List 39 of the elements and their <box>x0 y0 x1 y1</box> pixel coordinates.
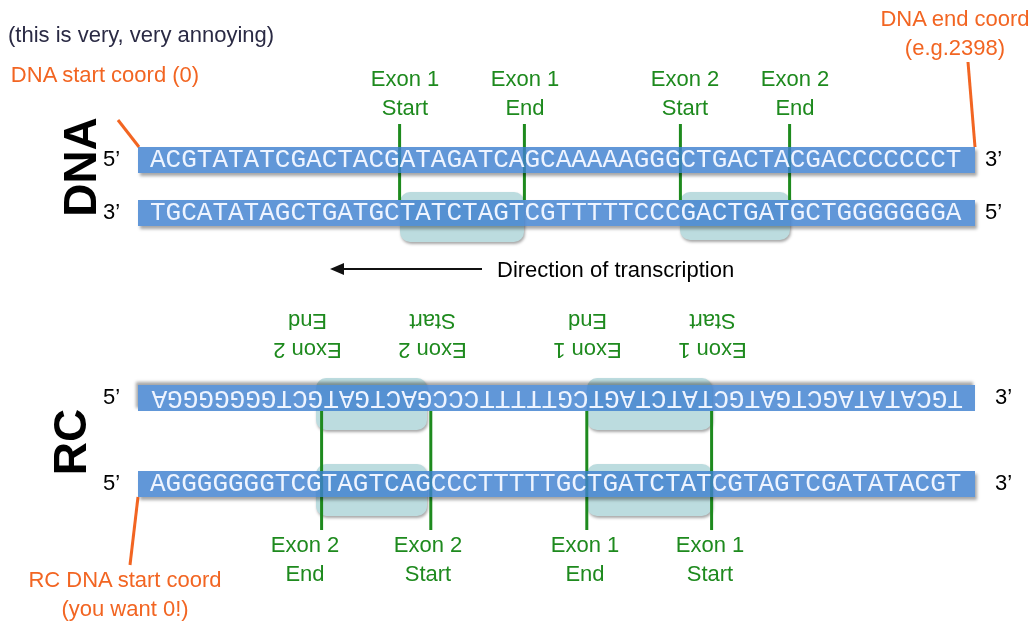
exon-label: Exon 1 End <box>535 530 635 590</box>
dna-strand: AGGGGGGGTCGTAGTCAGCCCTTTTTGCTGATCTATCGTAGTCGATATACGT <box>138 471 975 497</box>
direction-label: Direction of transcription <box>497 257 735 283</box>
strand-end-label: 3’ <box>995 470 1013 496</box>
exon-label: Exon 2 End <box>255 530 355 590</box>
leader-line <box>585 411 589 530</box>
leader-line <box>429 411 433 530</box>
exon-label: Exon 2 End <box>265 305 350 365</box>
leader-line <box>522 124 526 200</box>
leader-line <box>398 124 402 200</box>
strand-end-label: 5’ <box>103 384 121 410</box>
exon-label: Exon 2 Start <box>378 530 478 590</box>
leader-line <box>788 124 792 200</box>
exon-label: Exon 1 End <box>545 305 630 365</box>
dna-strand: ACGTATATCGACTACGATAGATCAGCAAAAAGGGCTGACTACGACCCCCCCT <box>138 147 975 173</box>
exon-label: Exon 1 Start <box>665 305 760 365</box>
dna-strand: TGCATATAGCTGATGCTATCTAGTCGTTTTTCCCGACTGATGCTGGGGGGGA <box>138 200 975 226</box>
strand-end-label: 3’ <box>985 146 1003 172</box>
strand-end-label: 5’ <box>985 199 1003 225</box>
strand-title: RC <box>43 408 98 476</box>
exon-label: Exon 1 Start <box>355 64 455 124</box>
leader-line <box>128 496 140 566</box>
exon-label: Exon 2 Start <box>630 64 740 124</box>
strand-end-label: 3’ <box>103 199 121 225</box>
exon-label: Exon 1 End <box>475 64 575 124</box>
note-text: (this is very, very annoying) <box>8 22 275 48</box>
strand-end-label: 5’ <box>103 146 121 172</box>
strand-end-label: 3’ <box>995 384 1013 410</box>
dna-strand: TGCATATAGCTGATGCTATCTAGTCGTTTTTCCCGACTGATGCTGGGGGGGA <box>138 385 975 411</box>
strand-end-label: 5’ <box>103 470 121 496</box>
exon-label: Exon 2 End <box>745 64 845 124</box>
leader-line <box>710 411 714 530</box>
coordinate-label: DNA end coord (e.g.2398) <box>880 4 1030 62</box>
leader-line <box>966 61 977 148</box>
leader-line <box>116 119 141 148</box>
exon-label: Exon 1 Start <box>660 530 760 590</box>
exon-label: Exon 2 Start <box>385 305 480 365</box>
leader-line <box>678 124 682 200</box>
coordinate-label: RC DNA start coord (you want 0!) <box>20 565 230 625</box>
